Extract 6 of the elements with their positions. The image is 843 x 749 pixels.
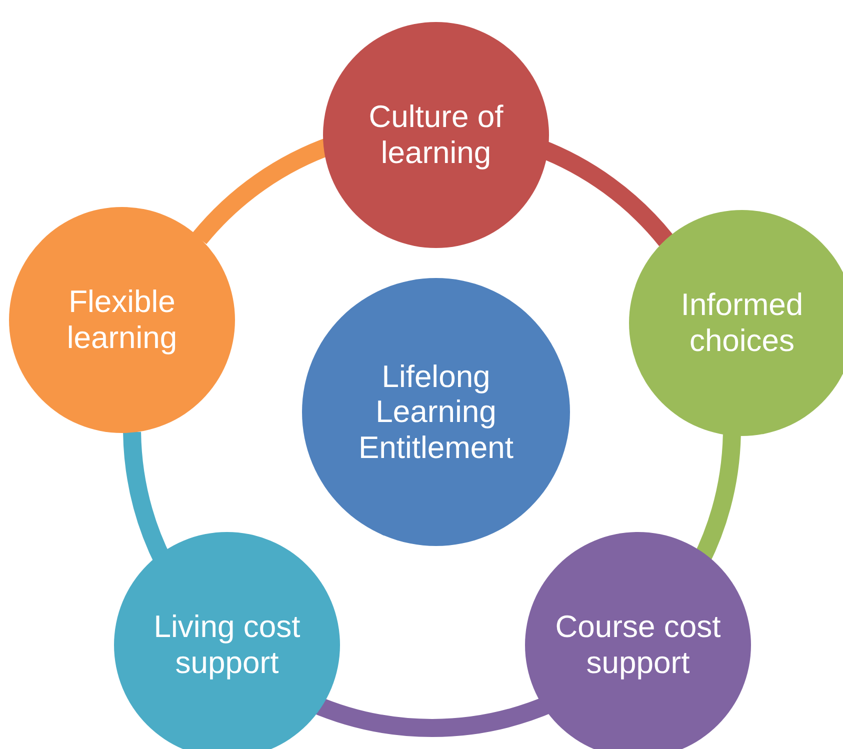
circle-label: Living cost support <box>152 609 302 681</box>
circle-label: Flexible learning <box>66 284 178 356</box>
circle-label: Culture of learning <box>368 99 504 171</box>
circle-label: Lifelong Learning Entitlement <box>357 358 515 466</box>
circle-label: Course cost support <box>554 609 722 681</box>
circle-label: Informed choices <box>680 287 804 359</box>
